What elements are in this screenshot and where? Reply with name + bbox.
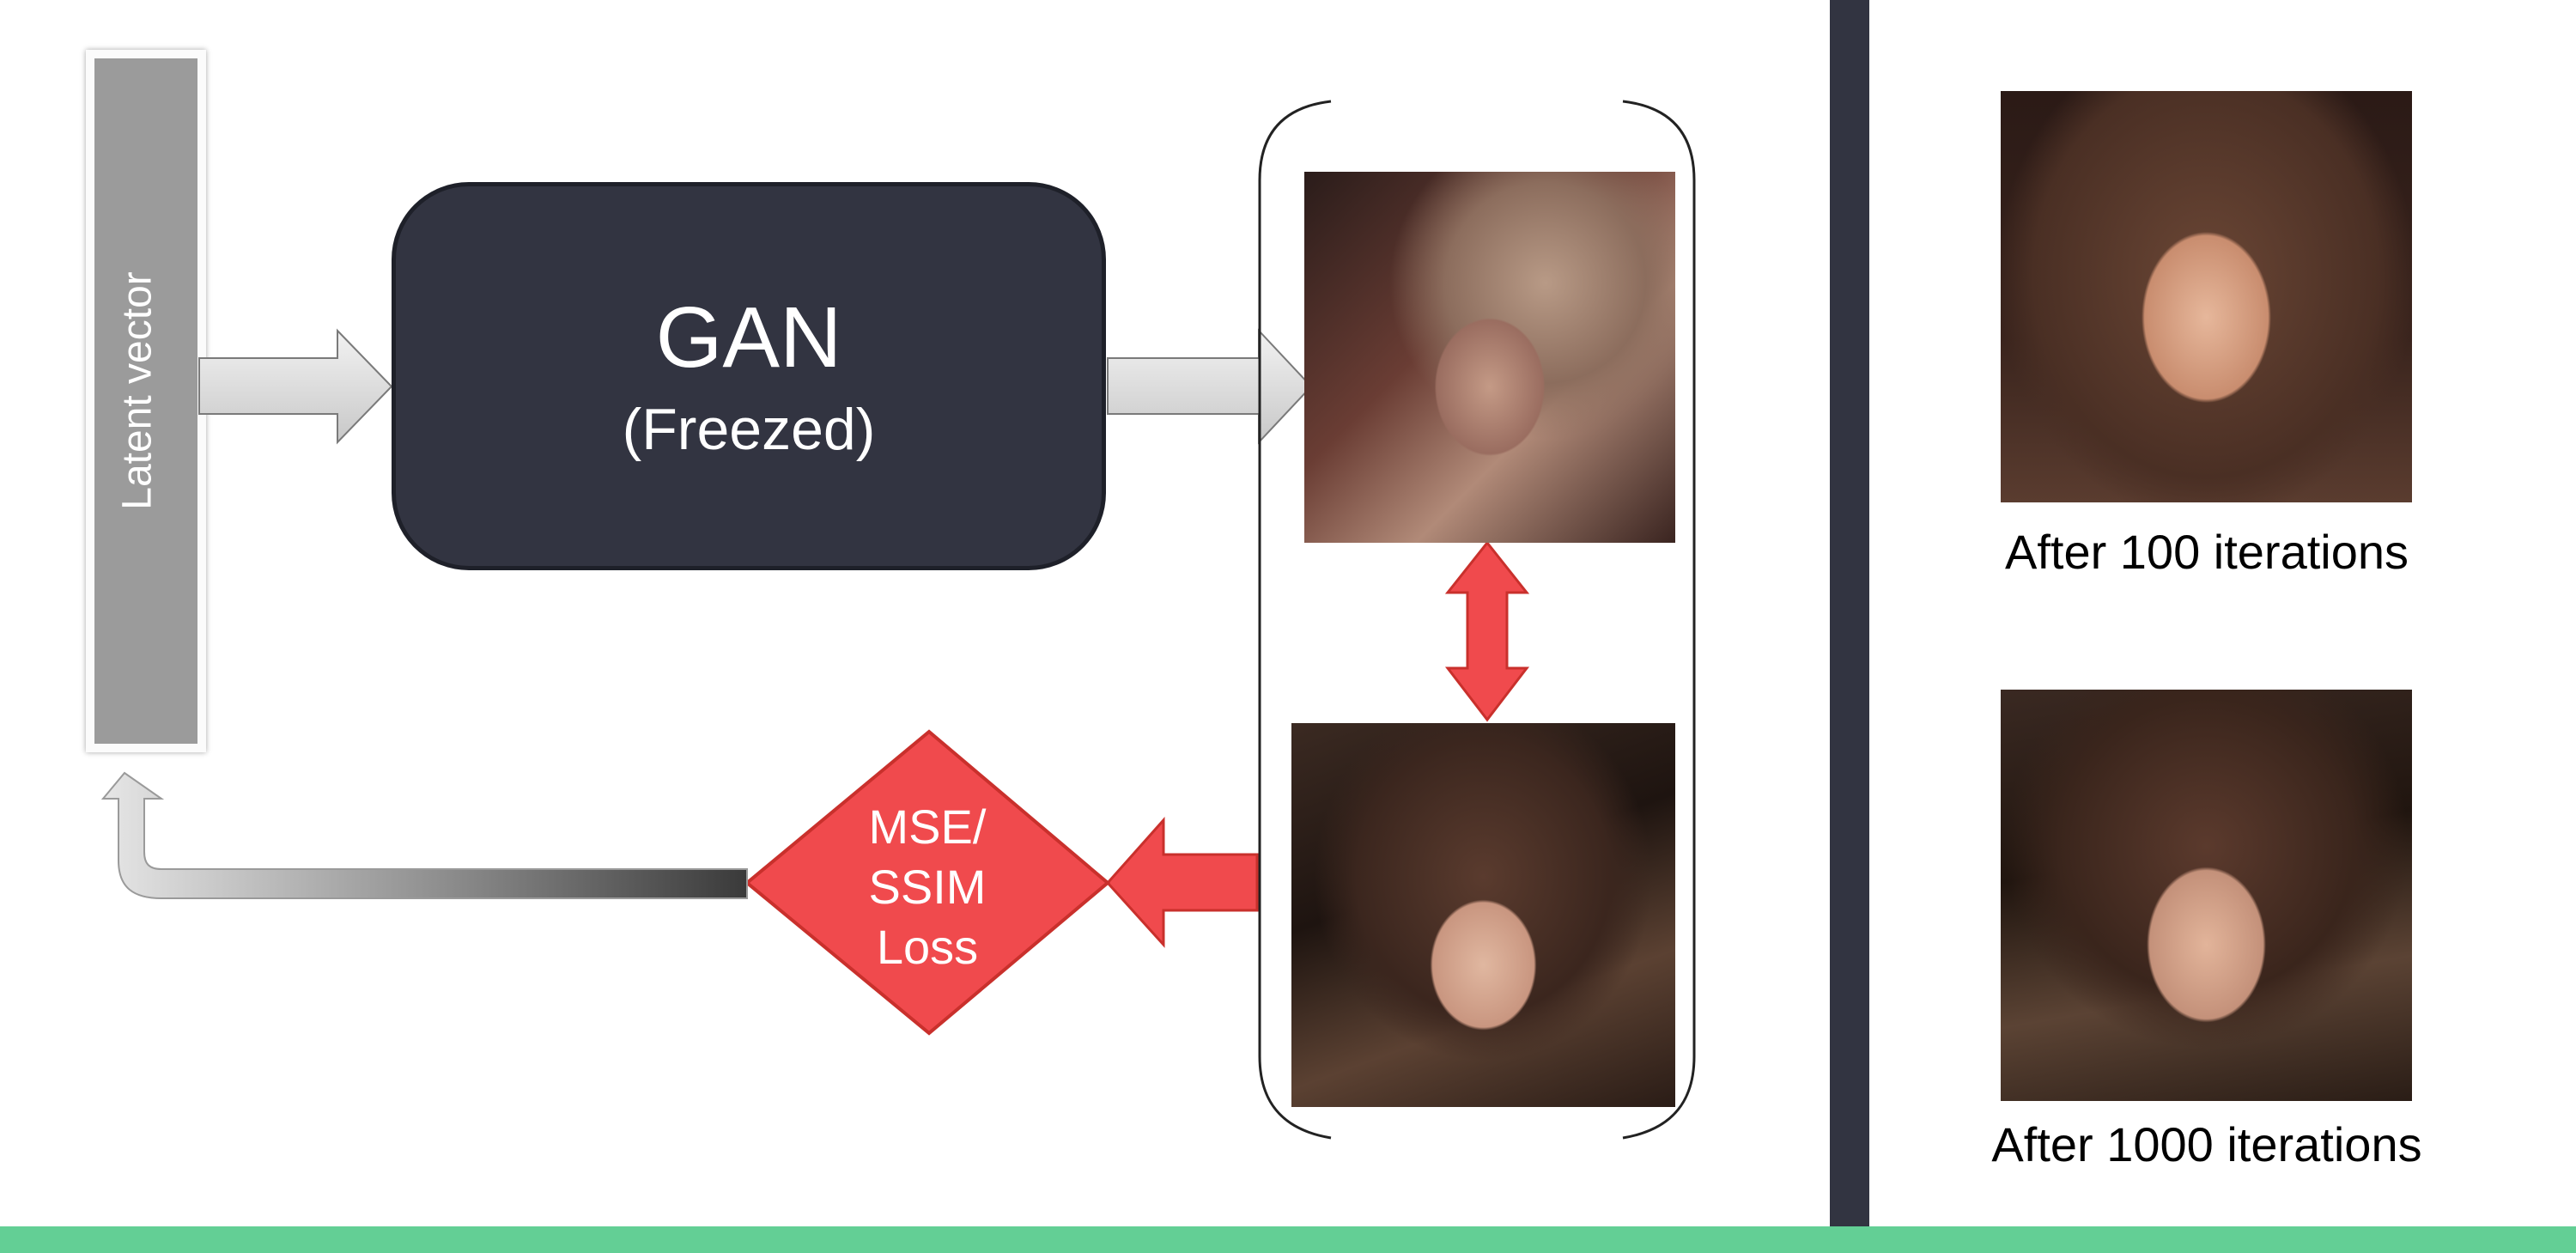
loss-line-3: Loss: [876, 920, 979, 974]
result-100-image: [2001, 91, 2412, 502]
target-face-image: [1291, 723, 1675, 1107]
gan-box: [392, 182, 1106, 570]
generated-face-image: [1304, 172, 1675, 543]
target-to-loss-arrow: [1105, 817, 1259, 948]
bottom-accent-bar: [0, 1226, 2576, 1253]
gan-title: GAN: [655, 289, 842, 386]
loss-label: MSE/ SSIM Loss: [816, 797, 1039, 977]
image-bracket-left: [1258, 100, 1332, 1140]
vertical-divider: [1830, 0, 1869, 1228]
caption-100-iterations: After 100 iterations: [2004, 525, 2409, 579]
image-bracket-right: [1622, 100, 1696, 1140]
loss-to-latent-arrow: [100, 771, 748, 899]
loss-diamond: [744, 729, 1111, 1036]
loss-line-1: MSE/: [868, 800, 987, 854]
loss-line-2: SSIM: [868, 860, 987, 914]
result-1000-image: [2001, 690, 2412, 1101]
gan-to-image-arrow: [1107, 328, 1313, 445]
latent-to-gan-arrow: [198, 328, 393, 445]
gan-subtitle: (Freezed): [622, 397, 876, 462]
compare-double-arrow: [1444, 540, 1530, 722]
caption-1000-iterations: After 1000 iterations: [1991, 1117, 2422, 1171]
